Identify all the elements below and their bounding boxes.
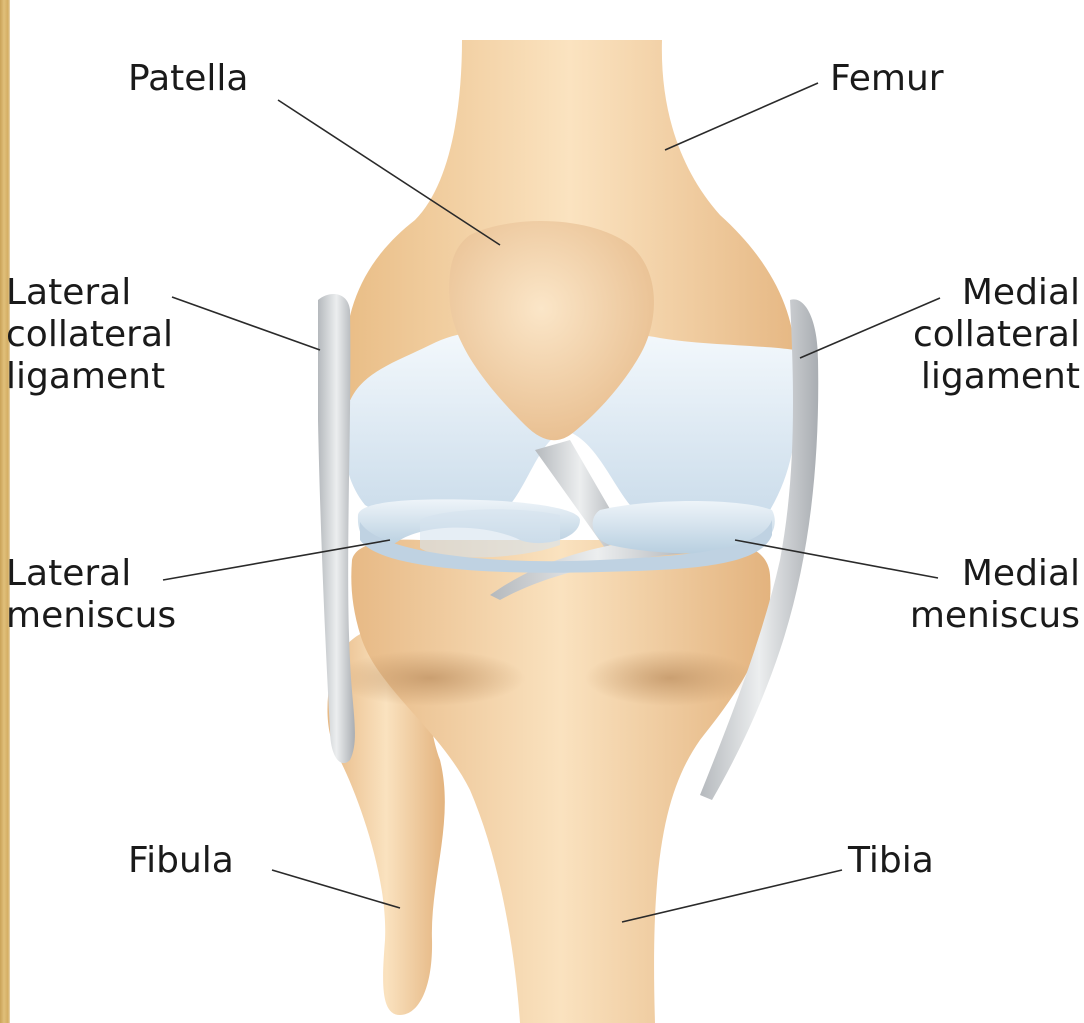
tibia-label: Tibia — [848, 840, 934, 882]
lateral-collateral-ligament-label: Lateral collateral ligament — [6, 272, 173, 398]
tibia-shading-right — [585, 650, 755, 706]
lateral-collateral-ligament-band — [318, 294, 355, 763]
lateral-collateral-ligament-leader — [172, 297, 320, 350]
lateral-meniscus-label: Lateral meniscus — [6, 553, 176, 637]
patella-label: Patella — [128, 58, 248, 100]
medial-meniscus-shape — [420, 509, 560, 557]
medial-collateral-ligament-label: Medial collateral ligament — [913, 272, 1080, 398]
tibia-shading-left — [335, 650, 525, 706]
fibula-label: Fibula — [128, 840, 234, 882]
femur-label: Femur — [830, 58, 944, 100]
femur-leader — [665, 83, 818, 150]
medial-meniscus-label: Medial meniscus — [910, 553, 1080, 637]
